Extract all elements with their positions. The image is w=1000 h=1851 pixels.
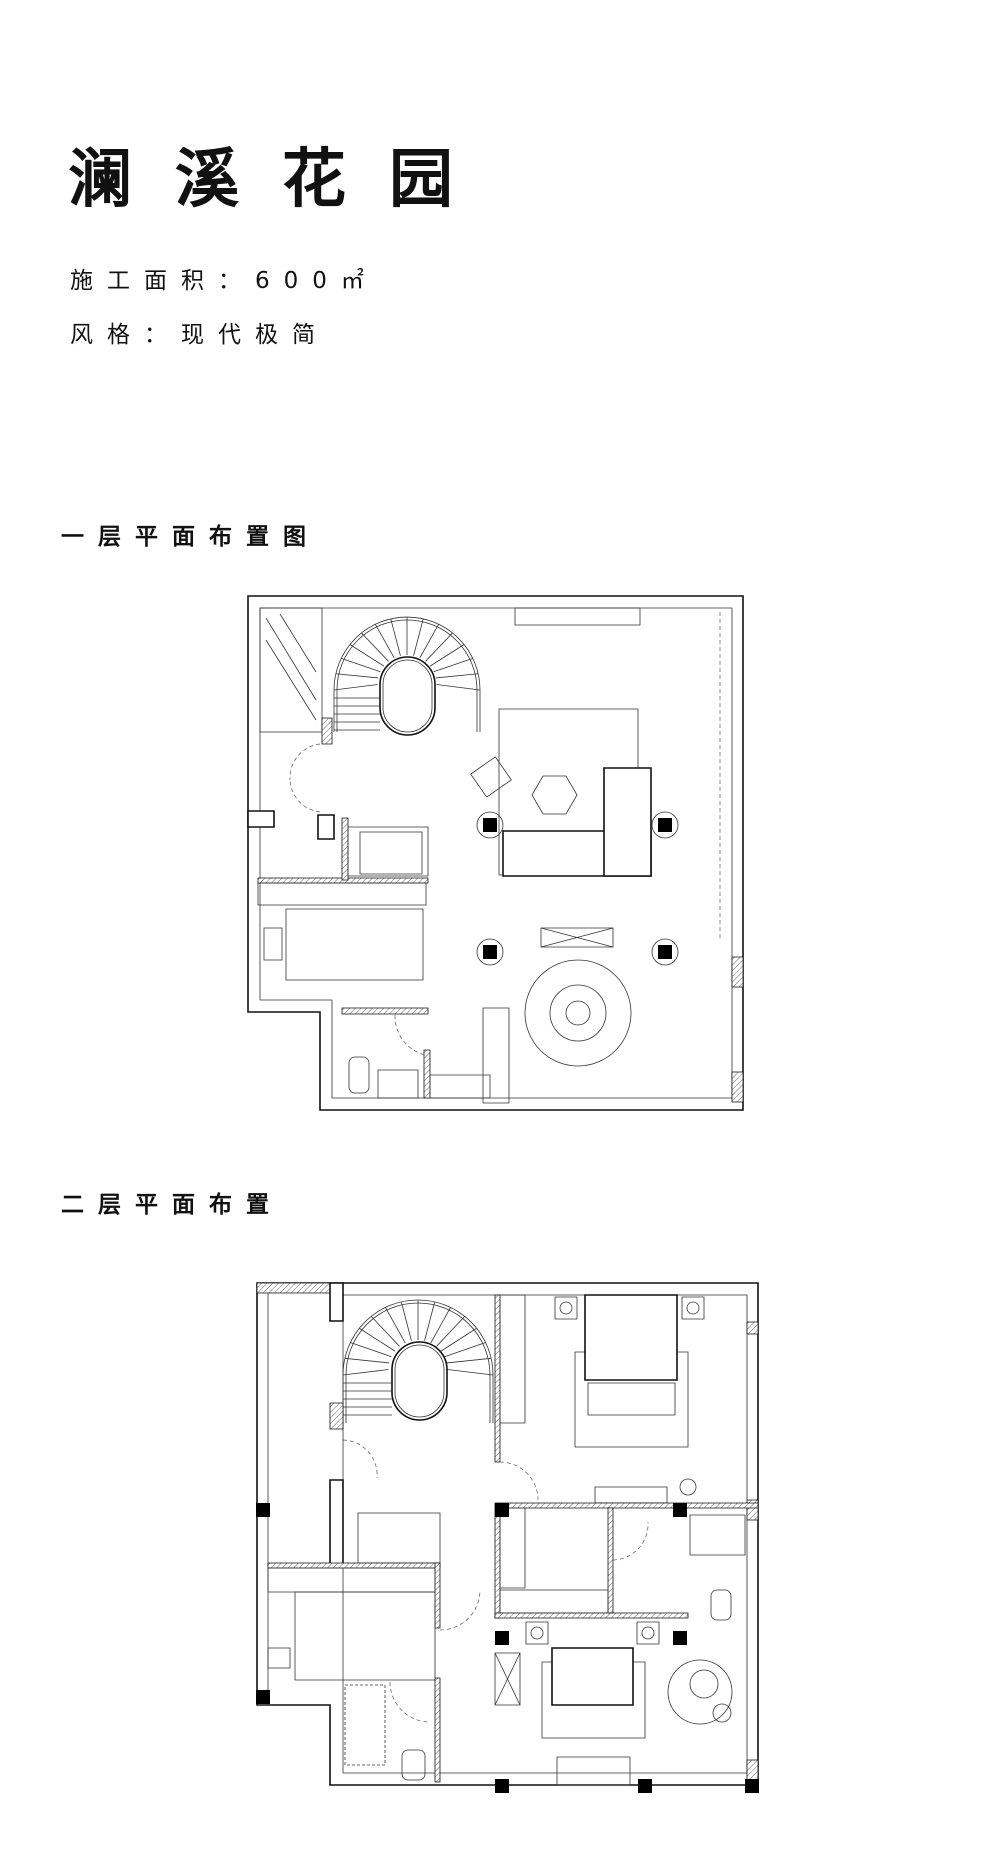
stair-tread	[334, 685, 378, 691]
project-title: 澜溪花园	[68, 143, 496, 217]
floor2-heading: 二层平面布置	[61, 1192, 283, 1218]
stair-tread	[375, 624, 394, 658]
stair-tread	[420, 624, 439, 658]
floor1-outer-walls	[248, 596, 743, 1110]
stair-tread	[425, 633, 452, 662]
stair-tread	[430, 644, 464, 666]
column-ring	[477, 812, 503, 838]
stair-tread	[436, 1316, 464, 1346]
column-ring	[652, 939, 678, 965]
stair-tread	[425, 1302, 435, 1341]
stair-oval-void	[392, 1342, 447, 1420]
stair-tread	[431, 1307, 451, 1342]
floor1-plan-drawing	[240, 588, 770, 1118]
column	[495, 1503, 509, 1517]
stair-tread	[414, 619, 424, 656]
stair-tread	[341, 658, 380, 671]
column	[256, 1690, 270, 1704]
floor1-bathroom	[342, 1008, 430, 1098]
stair-tread	[437, 685, 481, 691]
area-line: 施工面积：600㎡	[70, 266, 378, 296]
stair-tread	[385, 1307, 405, 1342]
floor1-columns	[477, 812, 678, 965]
floor2-master-bedroom	[495, 1295, 704, 1503]
area-value: 600㎡	[255, 268, 378, 294]
column	[658, 945, 672, 959]
floor1-kitchen	[258, 818, 428, 980]
column	[495, 1631, 509, 1645]
stair-tread	[401, 1302, 411, 1341]
column	[745, 1779, 759, 1793]
stair-tread	[391, 619, 401, 656]
stair-oval-rail	[395, 1345, 444, 1417]
floor2-columns	[256, 1503, 759, 1793]
floor1-spiral-staircase	[334, 617, 480, 735]
floor1-heading: 一层平面布置图	[61, 524, 320, 550]
floor2-corridor	[330, 1403, 440, 1565]
column	[638, 1779, 652, 1793]
stair-tread	[371, 1316, 399, 1346]
stair-tread	[345, 1358, 389, 1363]
floor2-left-rooms	[268, 1563, 480, 1782]
column	[658, 818, 672, 832]
stair-tread	[441, 1328, 477, 1351]
stair-tread	[436, 674, 478, 678]
style-label: 风格：	[70, 322, 181, 348]
column	[483, 945, 497, 959]
stair-oval-void	[380, 657, 435, 735]
stair-tread	[361, 633, 388, 662]
floor1-living-area	[471, 608, 651, 876]
floor2-plan-drawing	[256, 1275, 759, 1793]
stair-tread	[336, 674, 378, 678]
column	[483, 818, 497, 832]
stair-tread	[447, 1358, 491, 1363]
stair-tread	[350, 644, 384, 666]
stair-tread	[448, 1370, 494, 1376]
stair-tread	[350, 1342, 391, 1356]
stair-tread	[434, 658, 473, 671]
floor1-elevator-void	[260, 608, 332, 744]
floor2-bedroom-1	[495, 1622, 732, 1785]
style-line: 风格：现代极简	[70, 320, 329, 350]
column	[673, 1503, 687, 1517]
column	[495, 1779, 509, 1793]
column	[256, 1503, 270, 1517]
column-ring	[477, 939, 503, 965]
floor1-dining-area	[430, 928, 631, 1103]
stair-tread	[445, 1342, 486, 1356]
floor1-entrance-doors	[248, 744, 334, 839]
stair-tread	[343, 1370, 389, 1376]
stair-tread	[359, 1328, 395, 1351]
column-ring	[652, 812, 678, 838]
floor2-spiral-staircase	[343, 1300, 493, 1423]
column	[673, 1631, 687, 1645]
stair-oval-rail	[383, 660, 432, 732]
area-label: 施工面积：	[70, 268, 255, 294]
style-value: 现代极简	[181, 322, 329, 348]
